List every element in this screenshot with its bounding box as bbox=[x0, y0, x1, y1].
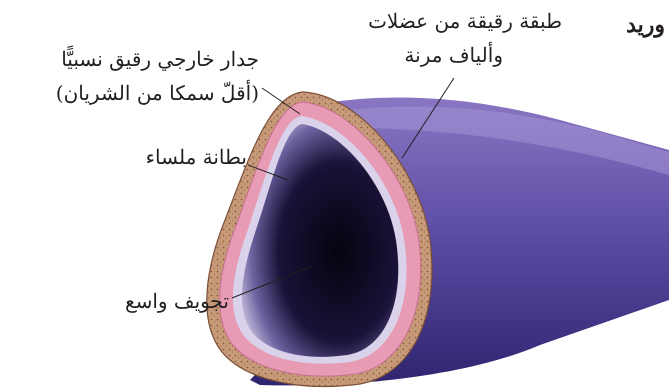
label-wide-lumen: تجويف واسع bbox=[125, 288, 229, 314]
label-smooth-lining: بطانة ملساء bbox=[146, 144, 247, 170]
label-muscle-layer-line1: طبقة رقيقة من عضلات bbox=[368, 8, 562, 34]
diagram-title: وريد bbox=[626, 12, 665, 38]
label-outer-wall-line1: جدار خارجي رقيق نسبيًّا bbox=[61, 46, 259, 72]
label-muscle-layer-line2: وألياف مرنة bbox=[404, 42, 503, 68]
label-outer-wall-line2: (أقلّ سمكا من الشريان) bbox=[56, 80, 259, 106]
